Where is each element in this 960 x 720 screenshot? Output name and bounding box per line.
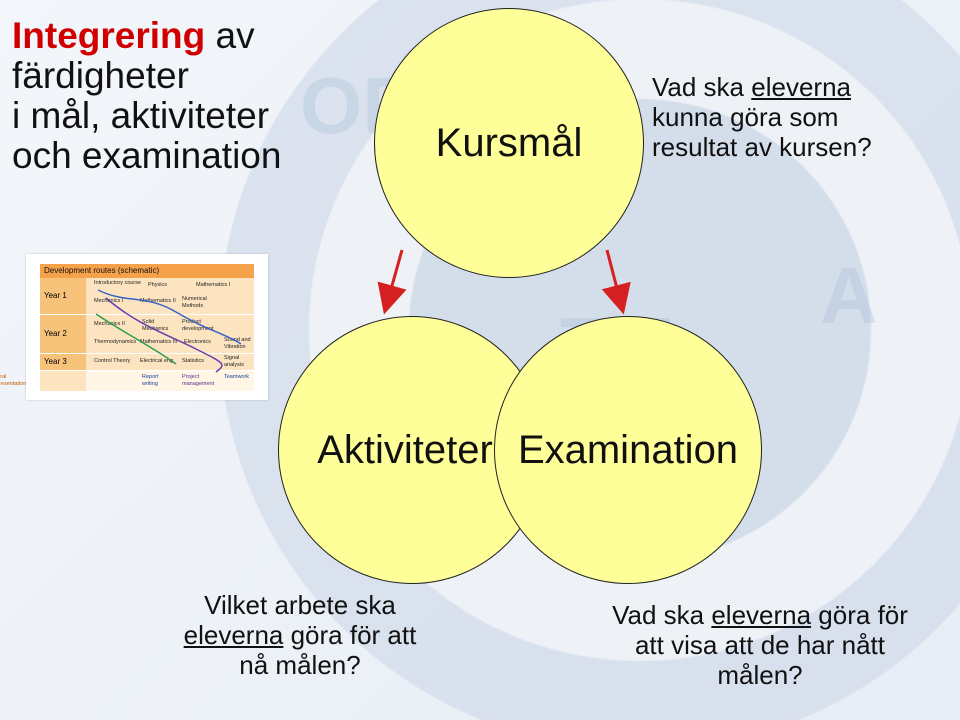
kursmal-label: Kursmål	[435, 120, 583, 165]
schedule-year-label: Year 3	[40, 354, 86, 370]
note-underlined: eleverna	[183, 620, 284, 650]
schedule-cell: Mathematics II	[140, 298, 176, 304]
schedule-cell: Thermodynamics	[94, 339, 137, 345]
arrow-to-examination	[601, 249, 631, 315]
schedule-cell: Mechanics II	[94, 321, 125, 327]
note-underlined: eleverna	[751, 72, 851, 102]
schedule-cell: Sound and Vibration	[224, 337, 251, 350]
note-text: resultat av kursen?	[652, 132, 872, 162]
note-aktiviteter: Vilket arbete ska eleverna göra för att …	[150, 590, 450, 680]
note-text: målen?	[717, 660, 803, 690]
schedule-cell: Control Theory	[94, 358, 131, 364]
schedule-cell: Electronics	[184, 339, 211, 345]
title-line4: och examination	[12, 135, 282, 176]
schedule-cell: Electrical eng	[140, 358, 174, 364]
kursmal-circle: Kursmål	[374, 8, 644, 278]
note-text: Vad ska	[612, 600, 712, 630]
note-examination: Vad ska eleverna göra för att visa att d…	[560, 600, 960, 690]
note-text: Vilket arbete ska	[204, 590, 396, 620]
schedule-year-label: Year 2	[40, 315, 86, 353]
schedule-cell: Statistics	[182, 358, 205, 364]
examination-label: Examination	[517, 427, 739, 472]
watermark-shape: A	[820, 251, 878, 340]
schedule-skill: Oral presentation	[0, 374, 27, 387]
note-text: kunna göra som	[652, 102, 839, 132]
schedule-row-year3: Year 3 Control Theory Electrical eng Sta…	[40, 354, 254, 371]
schedule-skills-spacer	[40, 371, 86, 391]
note-text: nå målen?	[239, 650, 361, 680]
examination-circle: Examination	[494, 316, 762, 584]
title-line3: i mål, aktiviteter	[12, 95, 270, 136]
schedule-cell: Numerical Methods	[182, 296, 207, 309]
note-text: att visa att de har nått	[634, 630, 886, 660]
schedule-routes	[95, 289, 242, 373]
note-text: Vad ska	[652, 72, 752, 102]
schedule-row-year2: Year 2 Mechanics II Solid Mechanics Prod…	[40, 315, 254, 354]
schedule-row-skills: Oral presentation Report writing Project…	[0, 371, 254, 392]
note-text: göra för att	[283, 620, 417, 650]
arrow-to-aktiviteter	[377, 249, 407, 315]
schedule-cell: Physics	[148, 282, 167, 288]
development-routes-image: Development routes (schematic) Year 1 In…	[0, 254, 268, 400]
note-underlined: eleverna	[711, 600, 812, 630]
aktiviteter-label: Aktiviteter	[317, 427, 493, 472]
schedule-skill: Teamwork	[224, 374, 250, 380]
schedule-cell: Mathematics III	[140, 339, 178, 345]
note-text: göra för	[811, 600, 908, 630]
schedule-year-label: Year 1	[40, 278, 86, 314]
schedule-cell: Product development	[182, 319, 214, 332]
schedule-cell: Signal analysis	[224, 355, 244, 368]
note-kursmal: Vad ska eleverna kunna göra som resultat…	[652, 72, 872, 162]
title-highlight: Integrering	[12, 15, 206, 56]
slide-title: Integrering av färdigheter i mål, aktivi…	[12, 16, 352, 176]
schedule-cell: Introductory course	[94, 280, 142, 286]
schedule-skill: Project management	[182, 374, 215, 387]
schedule-row-year1: Year 1 Introductory course Physics Mathe…	[40, 278, 254, 315]
title-line2: färdigheter	[12, 55, 189, 96]
schedule-cell: Mathematics I	[196, 282, 231, 288]
schedule-header: Development routes (schematic)	[40, 264, 254, 278]
schedule-skill: Report writing	[142, 374, 159, 387]
title-rest: av	[205, 15, 255, 56]
